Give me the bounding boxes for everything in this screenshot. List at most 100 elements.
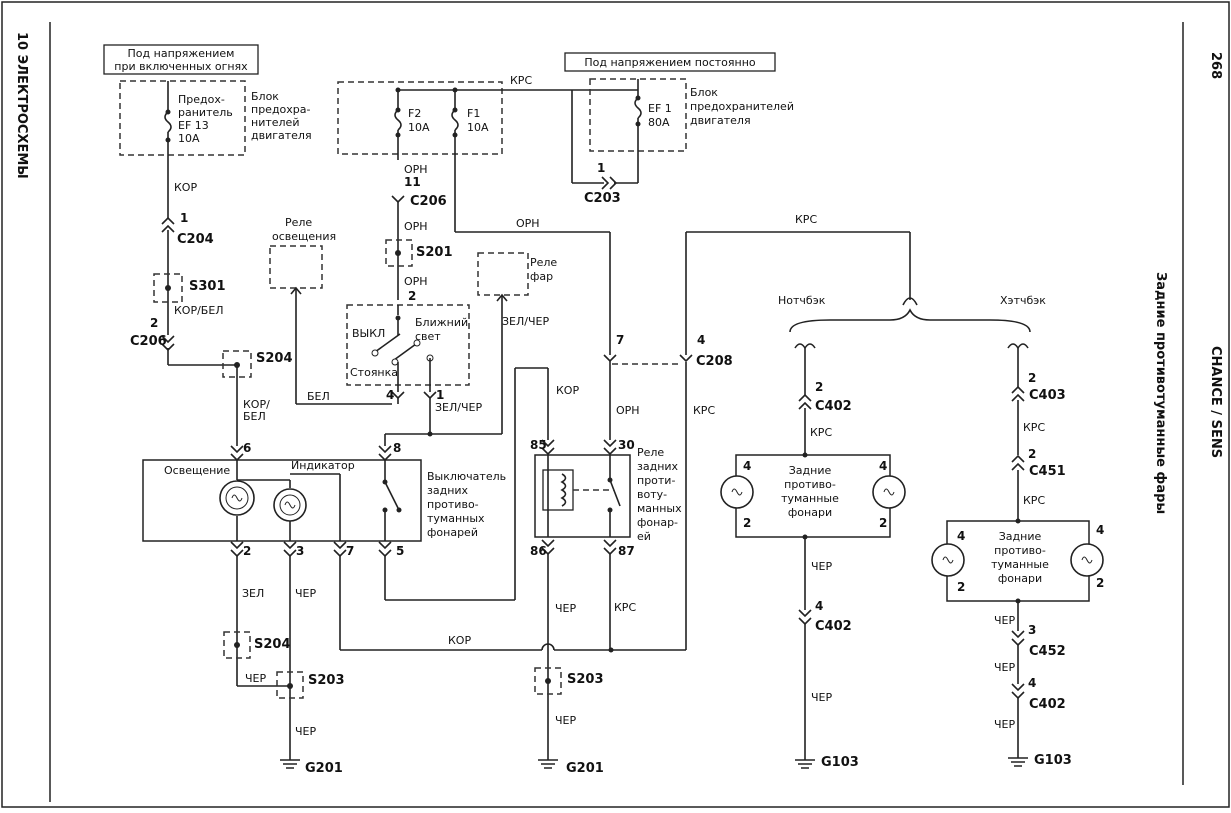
splice-s301-box	[153, 273, 183, 303]
splice-s203-left: S203	[308, 673, 345, 688]
wire-label-zel-cher-1: ЗЕЛ/ЧЕР	[435, 401, 482, 414]
svg-text:5: 5	[396, 544, 404, 558]
branch-brace-icon	[902, 297, 918, 306]
svg-text:4: 4	[1096, 523, 1104, 537]
lighting-relay-box	[269, 245, 323, 289]
svg-text:30: 30	[618, 438, 635, 452]
wire-label-kor-bel-2: КОР/БЕЛ	[243, 398, 270, 423]
svg-text:3: 3	[296, 544, 304, 558]
connector-c402-hatch: C402	[1029, 697, 1066, 712]
wire-label-krs-c208: КРС	[693, 404, 715, 417]
svg-text:1: 1	[597, 161, 605, 175]
constant-supply-label: Под напряжением постоянно	[584, 56, 756, 69]
splice-s204-bottom: S204	[254, 637, 291, 652]
rear-fog-relay-box	[534, 454, 631, 538]
headlight-switch-box	[346, 304, 470, 386]
wire-label-cher-notch-2: ЧЕР	[811, 691, 832, 704]
svg-text:2: 2	[743, 516, 751, 530]
svg-text:7: 7	[346, 544, 354, 558]
svg-text:2: 2	[1028, 371, 1036, 385]
wire-label-kor-bottom: КОР	[448, 634, 471, 647]
wire-label-cher-relay: ЧЕР	[555, 602, 576, 615]
splice-s203-right: S203	[567, 672, 604, 687]
wire-label-cher-notch: ЧЕР	[811, 560, 832, 573]
page-number: 268	[1208, 52, 1223, 79]
svg-text:85: 85	[530, 438, 547, 452]
wire-label-orn-2: ОРН	[404, 220, 428, 233]
connector-c402-top: C402	[815, 399, 852, 414]
wire-label-krs-notch: КРС	[810, 426, 832, 439]
svg-text:1: 1	[436, 388, 444, 402]
svg-text:2: 2	[150, 316, 158, 330]
ground-g103-left-icon	[795, 759, 815, 769]
svg-text:6: 6	[243, 441, 251, 455]
fuse-ef1-icon	[634, 97, 642, 119]
ground-g201-right-icon	[538, 759, 558, 769]
wire-label-krs-hatch: КРС	[1023, 421, 1045, 434]
splice-s204-top: S204	[256, 351, 293, 366]
fuse-ef13-housing	[119, 80, 246, 156]
svg-text:4: 4	[1028, 676, 1036, 690]
svg-text:3: 3	[1028, 623, 1036, 637]
ground-g201-left-icon	[280, 759, 300, 769]
wire-krs-label: КРС	[510, 74, 532, 87]
svg-text:4: 4	[957, 529, 965, 543]
svg-text:2: 2	[957, 580, 965, 594]
wire-label-kor: КОР	[174, 181, 197, 194]
wire-label-kor-relay: КОР	[556, 384, 579, 397]
wire-label-krs-top: КРС	[795, 213, 817, 226]
connector-c203-symbol	[601, 176, 618, 190]
wire-label-orn-3: ОРН	[404, 275, 428, 288]
fuse-f1-f2-housing	[337, 81, 503, 155]
connector-c206-symbol	[391, 195, 405, 204]
notchback-label: Нотчбэк	[778, 294, 826, 307]
lighting-bulb-icon	[219, 480, 255, 516]
svg-text:4: 4	[386, 388, 394, 402]
svg-text:2: 2	[879, 516, 887, 530]
headlight-relay-box	[477, 252, 529, 296]
constant-supply-box	[564, 52, 776, 72]
fuse-f1-icon	[451, 109, 459, 131]
wire-label-cher-hatch: ЧЕР	[994, 614, 1015, 627]
fuse-f2-icon	[394, 109, 402, 131]
wire-label-orn-relay: ОРН	[616, 404, 640, 417]
svg-text:2: 2	[408, 289, 416, 303]
wire-label-krs-hatch-2: КРС	[1023, 494, 1045, 507]
svg-text:2: 2	[1028, 447, 1036, 461]
connector-c452: C452	[1029, 644, 1066, 659]
model-name: CHANCE / SENS	[1208, 346, 1223, 458]
svg-text:4: 4	[697, 333, 705, 347]
switch-indicator-label: Индикатор	[291, 459, 355, 472]
wire-label-cher-3: ЧЕР	[295, 725, 316, 738]
variant-brace	[789, 308, 1031, 333]
connector-c402-bottom: C402	[815, 619, 852, 634]
rear-fog-switch-box	[142, 459, 422, 542]
relay-coil-icon	[560, 473, 567, 507]
switch-position-off: ВЫКЛ	[352, 327, 385, 340]
splice-s204-bottom-box	[223, 631, 251, 659]
ground-g201-left: G201	[305, 761, 343, 776]
svg-text:87: 87	[618, 544, 635, 558]
svg-text:11: 11	[404, 175, 421, 189]
svg-text:8: 8	[393, 441, 401, 455]
wire-label-cher-hatch-2: ЧЕР	[994, 661, 1015, 674]
svg-text:4: 4	[879, 459, 887, 473]
rear-fog-switch-contact	[384, 481, 399, 509]
svg-text:4: 4	[815, 599, 823, 613]
wire-label-orn-1: ОРН	[404, 163, 428, 176]
ground-g103-right: G103	[1034, 753, 1072, 768]
wire-label-cher-2: ЧЕР	[295, 587, 316, 600]
wire-label-cher-1: ЧЕР	[245, 672, 266, 685]
switch-position-parking: Стоянка	[350, 366, 398, 379]
connector-c451: C451	[1029, 464, 1066, 479]
svg-text:2: 2	[243, 544, 251, 558]
